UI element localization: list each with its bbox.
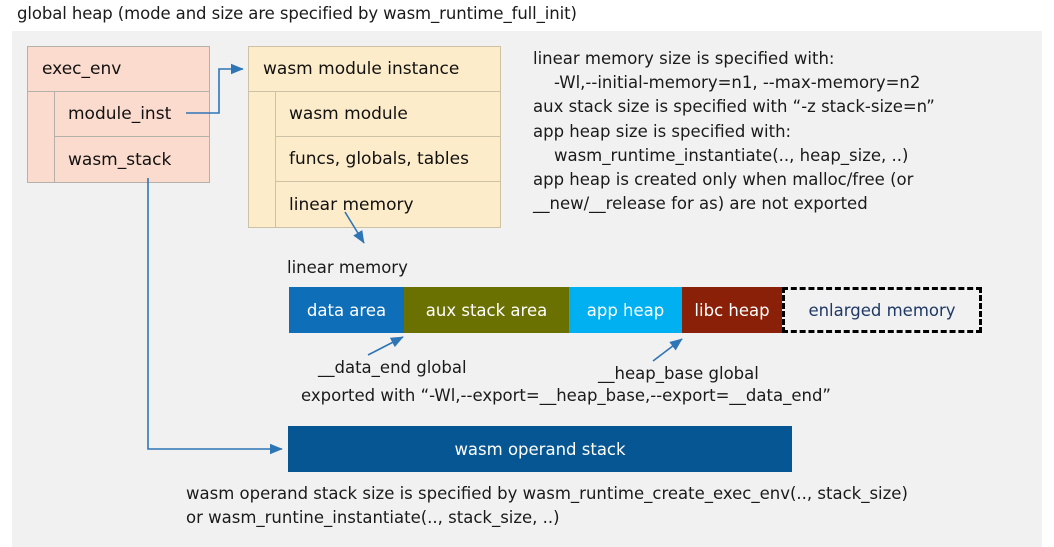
exec-env-body: module_inst wasm_stack	[28, 92, 209, 182]
wasm-module-instance-header: wasm module instance	[249, 47, 500, 92]
exec-env-header: exec_env	[28, 47, 209, 92]
exec-env-field-module-inst: module_inst	[55, 92, 209, 137]
linear-memory-notes: linear memory size is specified with: -W…	[533, 49, 935, 214]
memory-segment-app-heap: app heap	[569, 287, 682, 333]
wasm-operand-stack-bar: wasm operand stack	[288, 426, 792, 472]
wasm-module-instance-field-list: wasm module funcs, globals, tables linea…	[276, 92, 500, 227]
wasm-module-instance-body: wasm module funcs, globals, tables linea…	[249, 92, 500, 227]
data-end-annotation: __data_end global	[318, 358, 467, 377]
field-linear-memory: linear memory	[289, 194, 414, 215]
memory-segment-aux-stack-area: aux stack area	[404, 287, 569, 333]
field-wasm-module: wasm module	[276, 92, 500, 137]
exec-env-field-wasm-stack: wasm_stack	[68, 149, 172, 170]
wasm-module-instance-box: wasm module instance wasm module funcs, …	[248, 46, 501, 228]
page-title: global heap (mode and size are specified…	[17, 4, 577, 23]
memory-segment-libc-heap: libc heap	[682, 287, 782, 333]
wasm-operand-stack-notes: wasm operand stack size is specified by …	[186, 484, 908, 528]
field-funcs-globals-tables: funcs, globals, tables	[276, 137, 500, 182]
memory-segment-data-area: data area	[289, 287, 404, 333]
exec-env-box: exec_env module_inst wasm_stack	[27, 46, 210, 183]
heap-base-annotation: __heap_base global	[598, 364, 759, 383]
wasm-module-instance-gutter	[249, 92, 276, 227]
memory-segment-enlarged-memory: enlarged memory	[782, 287, 982, 333]
exec-env-gutter	[28, 92, 55, 182]
linear-memory-bar-label: linear memory	[287, 258, 408, 277]
exec-env-field-list: module_inst wasm_stack	[55, 92, 209, 182]
exported-with-annotation: exported with “-Wl,--export=__heap_base,…	[301, 386, 831, 405]
